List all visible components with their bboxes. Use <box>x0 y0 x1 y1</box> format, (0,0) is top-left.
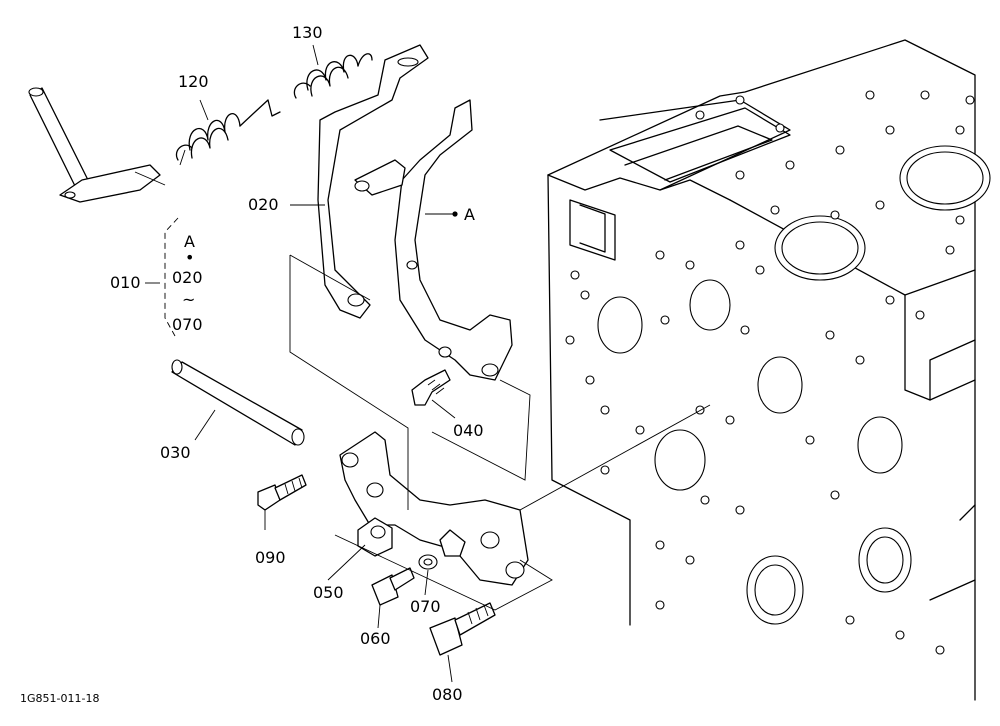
callout-060: 060 <box>360 629 391 648</box>
callout-130: 130 <box>292 23 323 42</box>
group-010-dot: • <box>185 248 194 267</box>
bolt-090 <box>257 474 307 511</box>
ref-a-dot <box>452 211 458 217</box>
callout-010: 010 <box>110 273 141 292</box>
ref-a-label: A <box>464 205 475 224</box>
group-010-070: 070 <box>172 315 203 334</box>
spring-130 <box>293 53 373 99</box>
callout-090: 090 <box>255 548 286 567</box>
fork-lever-a <box>354 99 513 381</box>
callout-050: 050 <box>313 583 344 602</box>
bolt-060 <box>371 567 415 606</box>
lever-020 <box>317 44 429 319</box>
group-010-020: 020 <box>172 268 203 287</box>
leader-lines <box>145 44 711 683</box>
washer-070 <box>418 554 438 570</box>
spring-120 <box>175 99 281 161</box>
callout-070: 070 <box>410 597 441 616</box>
group-010-a: A <box>184 232 195 251</box>
bolt-080 <box>429 602 496 656</box>
bolt-040 <box>411 369 451 406</box>
callout-040: 040 <box>453 421 484 440</box>
figure-code: 1G851-011-18 <box>20 692 99 705</box>
callout-020: 020 <box>248 195 279 214</box>
pin-030 <box>171 359 305 446</box>
callout-080: 080 <box>432 685 463 704</box>
callout-120: 120 <box>178 72 209 91</box>
bracket-050 <box>339 431 529 586</box>
engine-block <box>547 39 991 701</box>
callout-030: 030 <box>160 443 191 462</box>
linkage-rod <box>28 87 166 203</box>
group-010-tilde: ~ <box>182 290 195 309</box>
